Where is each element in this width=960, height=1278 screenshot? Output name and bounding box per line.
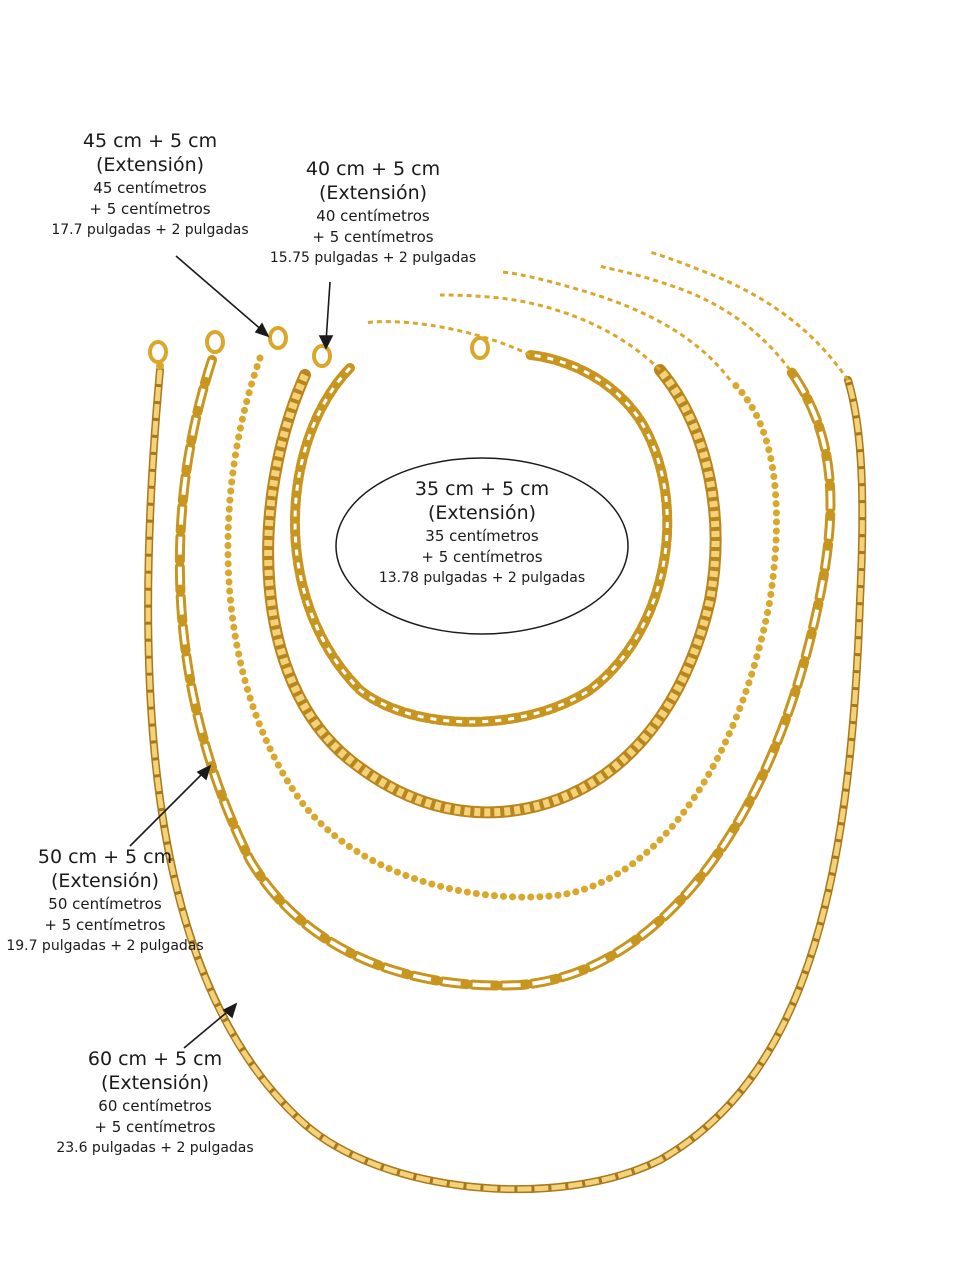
label-45-title-2: (Extensión) xyxy=(95,153,205,176)
label-60-title-1: 60 cm + 5 cm xyxy=(87,1048,223,1070)
label-45-inch: 17.7 pulgadas + 2 pulgadas xyxy=(51,221,249,238)
arrow-40 xyxy=(325,281,331,343)
arrowhead-45 xyxy=(254,322,270,338)
chain-50cm xyxy=(174,264,836,991)
label-60-cm-1: 60 centímetros xyxy=(98,1096,212,1115)
chain-45cm xyxy=(224,270,780,901)
label-45-cm-1: 45 centímetros xyxy=(93,178,207,197)
label-35cm: 35 cm + 5 cm (Extensión) 35 centímetros … xyxy=(356,478,608,588)
label-45cm: 45 cm + 5 cm (Extensión) 45 centímetros … xyxy=(40,130,260,240)
extension-chain-50 xyxy=(599,264,792,371)
arrowhead-40 xyxy=(318,335,334,350)
arrow-60 xyxy=(183,1007,233,1049)
clasp-35 xyxy=(470,336,490,360)
label-50-cm-2: + 5 centímetros xyxy=(44,915,166,934)
label-35-title-2: (Extensión) xyxy=(427,501,537,524)
extension-chain-40 xyxy=(439,293,662,372)
pointer-arrows xyxy=(129,255,334,1049)
chain-40cm xyxy=(262,293,722,819)
label-40-title-1: 40 cm + 5 cm xyxy=(305,158,441,180)
label-40cm: 40 cm + 5 cm (Extensión) 40 centímetros … xyxy=(262,158,484,268)
arrowhead-60 xyxy=(222,1002,238,1019)
label-50-inch: 19.7 pulgadas + 2 pulgadas xyxy=(6,937,204,954)
label-35-cm-2: + 5 centímetros xyxy=(421,547,543,566)
label-50-title-2: (Extensión) xyxy=(50,869,160,892)
label-40-inch: 15.75 pulgadas + 2 pulgadas xyxy=(269,249,477,266)
label-35-title-1: 35 cm + 5 cm xyxy=(414,478,550,500)
label-60-title-2: (Extensión) xyxy=(100,1071,210,1094)
label-oval-35 xyxy=(335,457,629,635)
clasp-40 xyxy=(312,344,332,368)
label-50-title-1: 50 cm + 5 cm xyxy=(37,846,173,868)
label-40-cm-2: + 5 centímetros xyxy=(312,227,434,246)
label-40-cm-1: 40 centímetros xyxy=(316,206,430,225)
label-50-cm-1: 50 centímetros xyxy=(48,894,162,913)
arrowhead-50 xyxy=(196,764,212,781)
label-60-inch: 23.6 pulgadas + 2 pulgadas xyxy=(56,1139,254,1156)
clasp-60 xyxy=(148,340,168,370)
clasp-50 xyxy=(205,330,225,354)
chain-60cm xyxy=(144,250,867,1194)
label-60cm: 60 cm + 5 cm (Extensión) 60 centímetros … xyxy=(30,1048,280,1158)
arrow-45 xyxy=(175,255,265,333)
clasp-45 xyxy=(268,326,288,350)
label-45-cm-2: + 5 centímetros xyxy=(89,199,211,218)
label-35-inch: 13.78 pulgadas + 2 pulgadas xyxy=(378,569,586,586)
chain-35cm xyxy=(290,320,673,727)
label-40-title-2: (Extensión) xyxy=(318,181,428,204)
extension-chain-35 xyxy=(364,320,531,357)
arrow-50 xyxy=(129,769,207,847)
label-50cm: 50 cm + 5 cm (Extensión) 50 centímetros … xyxy=(0,846,210,956)
label-35-cm-1: 35 centímetros xyxy=(425,526,539,545)
label-60-cm-2: + 5 centímetros xyxy=(94,1117,216,1136)
extension-chain-60 xyxy=(649,250,850,381)
label-45-title-1: 45 cm + 5 cm xyxy=(82,130,218,152)
extension-chain-45 xyxy=(499,270,732,381)
